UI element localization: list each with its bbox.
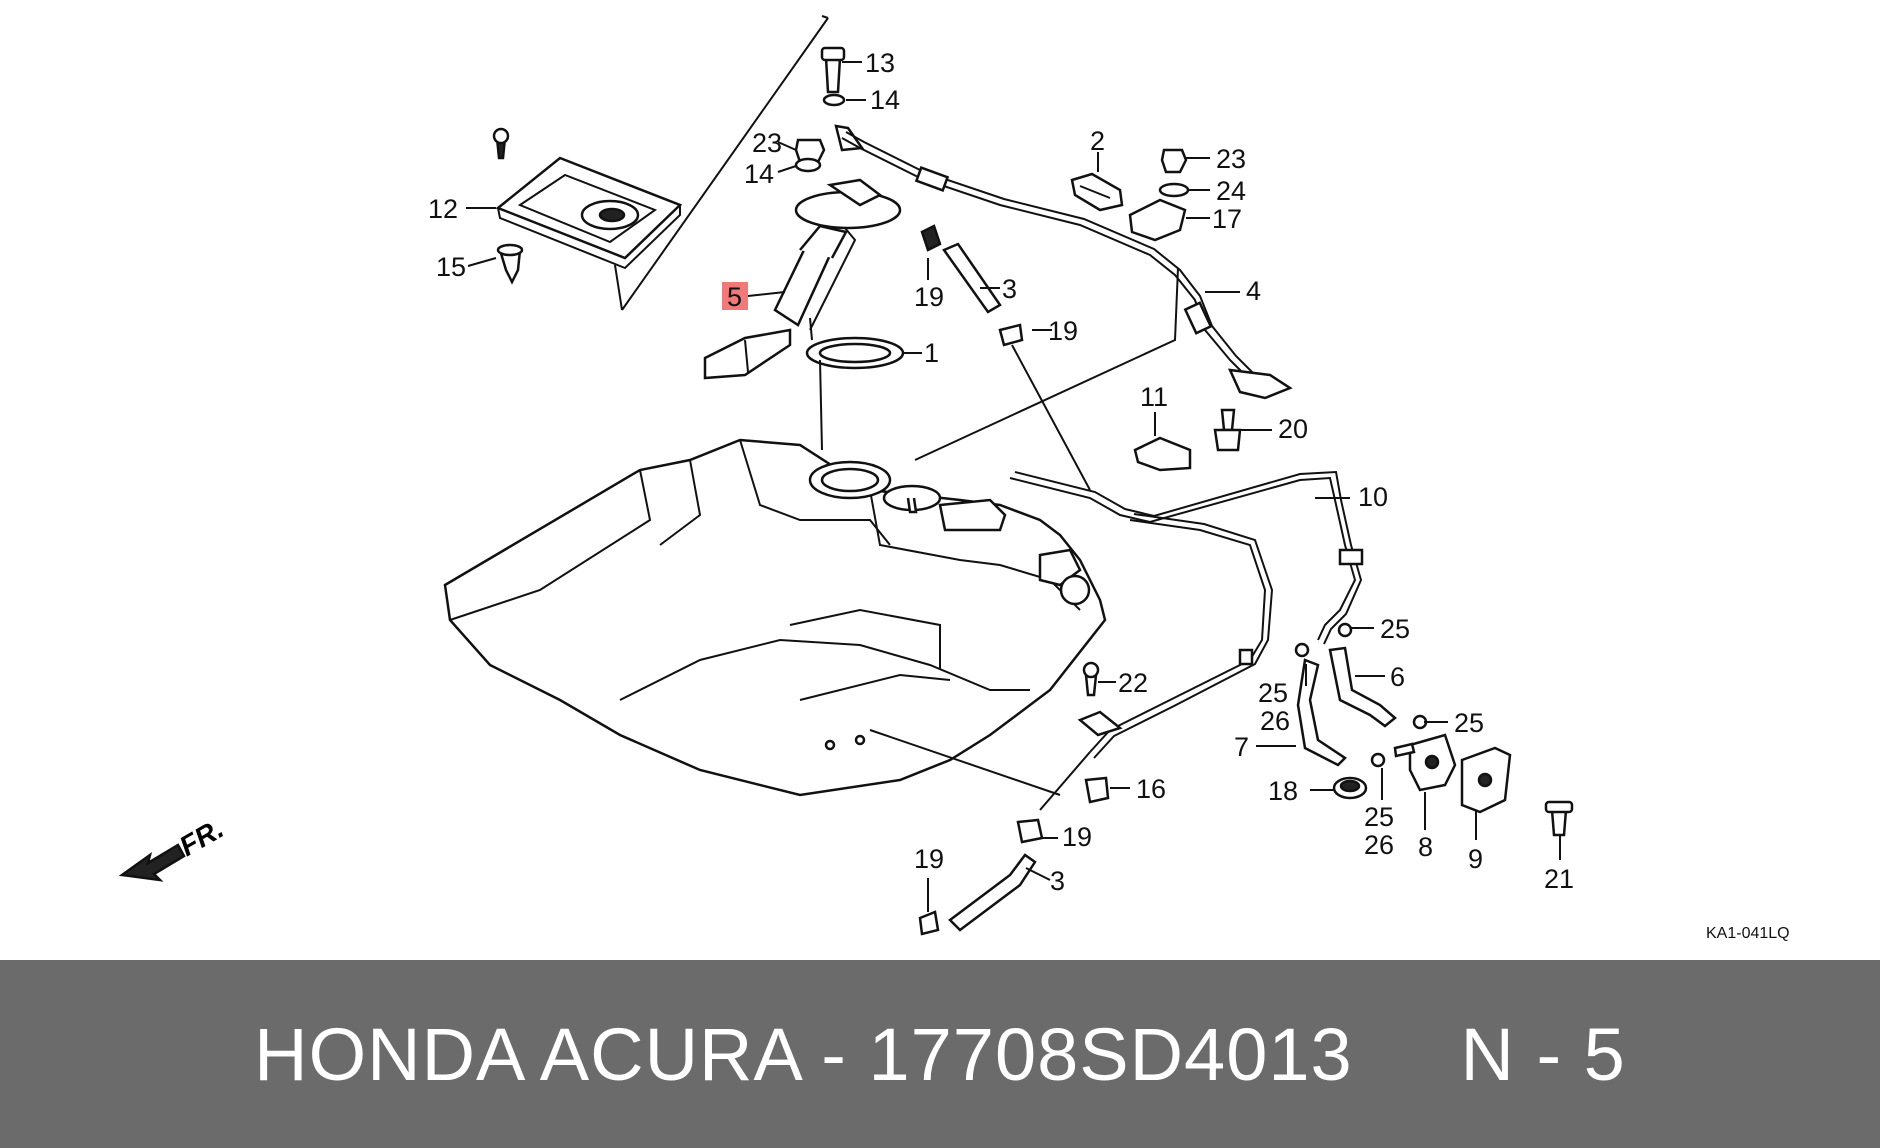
callout-16: 16 [1136, 774, 1166, 804]
hose-3-lower [918, 818, 1044, 936]
callout-5: 5 [727, 282, 742, 312]
callout-3: 3 [1002, 274, 1017, 304]
brackets [1332, 733, 1574, 837]
fuel-tank [443, 438, 1107, 797]
callout-19: 19 [914, 844, 944, 874]
callout-15: 15 [436, 252, 466, 282]
callout-26: 26 [1364, 830, 1394, 860]
callout-3: 3 [1050, 866, 1065, 896]
callout-7: 7 [1234, 732, 1249, 762]
callout-14: 14 [744, 159, 774, 189]
callout-25: 25 [1380, 614, 1410, 644]
callout-25: 25 [1364, 802, 1394, 832]
callout-1: 1 [924, 338, 939, 368]
callout-12: 12 [428, 194, 458, 224]
callout-19: 19 [1062, 822, 1092, 852]
callout-20: 20 [1278, 414, 1308, 444]
callout-10: 10 [1358, 482, 1388, 512]
callout-19: 19 [914, 282, 944, 312]
callout-23: 23 [752, 128, 782, 158]
callout-4: 4 [1246, 276, 1261, 306]
parts-diagram: FR. 13 [118, 15, 1790, 942]
clamp-11 [1133, 436, 1192, 472]
callout-21: 21 [1544, 864, 1574, 894]
fuel-tank-exploded-view: FR. 13 [118, 15, 1790, 942]
footer-bar: HONDA ACURA - 17708SD4013 N - 5 [0, 960, 1880, 1148]
tank-pump-opening [808, 460, 942, 514]
callout-8: 8 [1418, 832, 1433, 862]
callout-25: 25 [1258, 678, 1288, 708]
callout-25: 25 [1454, 708, 1484, 738]
access-cover [492, 127, 683, 270]
callout-labels: 13 14 23 14 2 23 24 17 12 15 5 19 3 4 19… [428, 48, 1574, 896]
callout-6: 6 [1390, 662, 1405, 692]
callout-13: 13 [865, 48, 895, 78]
nut-washer-clamp [1128, 148, 1190, 242]
hoses-6-7 [1294, 622, 1428, 768]
fuel-lines [841, 131, 1364, 811]
leader-lines [466, 61, 1561, 912]
diagram-code: KA1-041LQ [1706, 925, 1790, 942]
callout-2: 2 [1090, 126, 1105, 156]
front-arrow-icon: FR. [118, 813, 229, 882]
callout-9: 9 [1468, 844, 1483, 874]
callout-22: 22 [1118, 668, 1148, 698]
callout-18: 18 [1268, 776, 1298, 806]
callout-23: 23 [1216, 144, 1246, 174]
grommet [496, 243, 524, 285]
callout-14: 14 [870, 85, 900, 115]
callout-19: 19 [1048, 316, 1078, 346]
part-number-caption: HONDA ACURA - 17708SD4013 N - 5 [254, 1012, 1626, 1096]
callout-17: 17 [1212, 204, 1242, 234]
clamp-2 [1070, 172, 1124, 212]
highlight-marker [722, 282, 748, 310]
callout-11: 11 [1140, 382, 1168, 412]
fuel-pump-assembly [703, 46, 905, 451]
callout-26: 26 [1260, 706, 1290, 736]
bolt-22-clip-16 [1077, 661, 1123, 804]
callout-24: 24 [1216, 176, 1246, 206]
valve-20 [1213, 408, 1242, 452]
